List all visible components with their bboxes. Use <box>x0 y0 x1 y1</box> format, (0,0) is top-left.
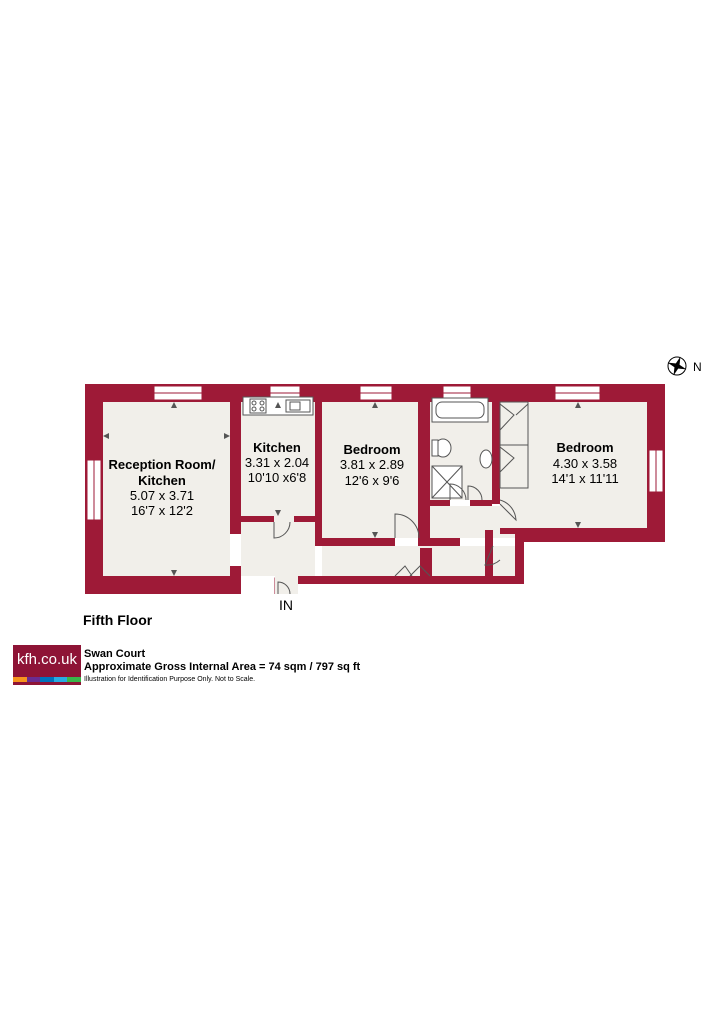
room-imperial-size: 14'1 x 11'11 <box>551 471 618 486</box>
compass-icon <box>667 356 687 376</box>
gross-internal-area: Approximate Gross Internal Area = 74 sqm… <box>84 661 361 673</box>
room-imperial-size: 10'10 x6'8 <box>248 470 306 485</box>
internal-walls <box>230 402 522 594</box>
room-imperial-size: 16'7 x 12'2 <box>131 503 193 518</box>
disclaimer: Illustration for Identification Purpose … <box>84 676 256 683</box>
room-bedroom-1: Bedroom 3.81 x 2.89 12'6 x 9'6 <box>340 442 404 488</box>
logo-bar <box>26 677 41 682</box>
property-address: Swan Court <box>84 648 146 660</box>
window-mullions <box>93 392 657 520</box>
entrance-label: IN <box>279 597 293 613</box>
room-name-line: Bedroom <box>556 440 613 455</box>
logo-bar <box>13 677 27 682</box>
measurement-markers <box>103 402 581 576</box>
kfh-logo: kfh.co.uk <box>13 645 81 685</box>
room-metric-size: 4.30 x 3.58 <box>553 456 617 471</box>
room-name-line: Kitchen <box>138 473 186 488</box>
room-metric-size: 3.31 x 2.04 <box>245 455 309 470</box>
outer-walls <box>85 384 665 594</box>
logo-bar <box>53 677 68 682</box>
room-name-line: Reception Room/ <box>109 457 216 472</box>
room-name-line: Kitchen <box>253 440 301 455</box>
room-metric-size: 3.81 x 2.89 <box>340 457 404 472</box>
room-kitchen: Kitchen 3.31 x 2.04 10'10 x6'8 <box>245 440 309 485</box>
logo-text: kfh.co.uk <box>16 651 78 668</box>
room-metric-size: 5.07 x 3.71 <box>130 488 194 503</box>
footer: kfh.co.uk Swan Court Approximate Gross I… <box>13 645 513 690</box>
bathroom-fittings <box>431 397 493 499</box>
logo-bar <box>67 677 81 682</box>
room-imperial-size: 12'6 x 9'6 <box>345 473 400 488</box>
wardrobes <box>499 401 529 489</box>
room-bedroom-2: Bedroom 4.30 x 3.58 14'1 x 11'11 <box>551 440 618 486</box>
north-label: N <box>693 360 702 374</box>
room-name-line: Bedroom <box>343 442 400 457</box>
logo-color-bars <box>13 677 81 682</box>
floor-title: Fifth Floor <box>83 612 153 628</box>
logo-bar <box>40 677 54 682</box>
doors <box>273 483 517 595</box>
room-reception-kitchen: Reception Room/ Kitchen 5.07 x 3.71 16'7… <box>109 457 216 518</box>
